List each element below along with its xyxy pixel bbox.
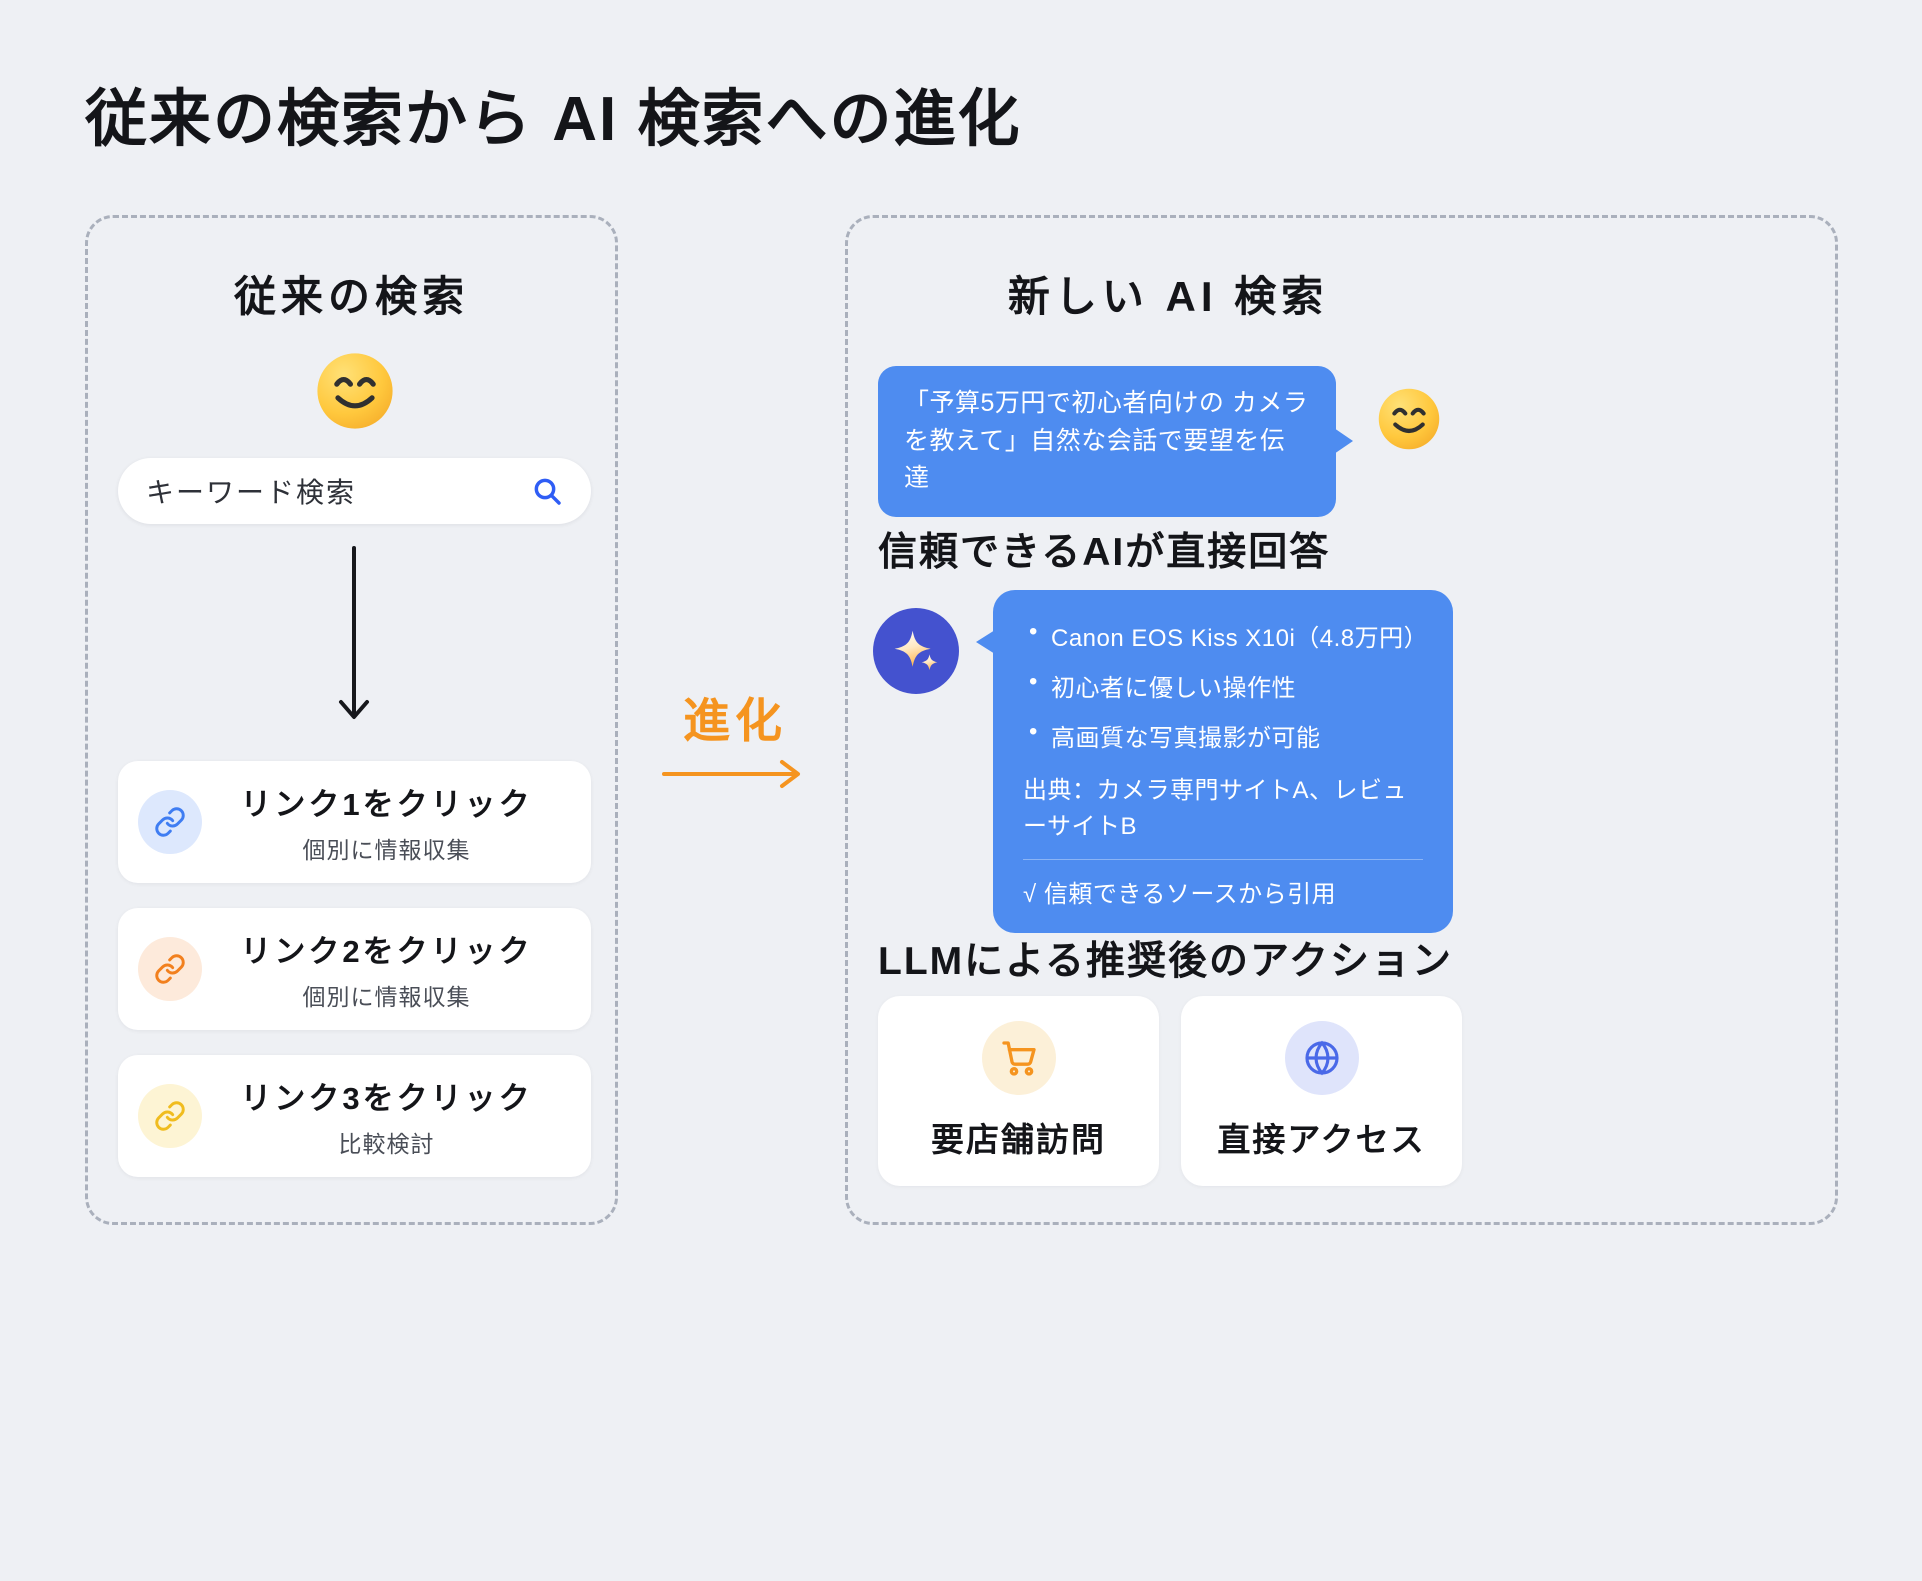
evolution-label: 進化 (683, 694, 787, 747)
answer-bullet: 高画質な写真撮影が可能 (1023, 718, 1423, 753)
action-card-label: 要店舗訪問 (931, 1121, 1106, 1158)
direct-access-card: 直接アクセス (1181, 996, 1462, 1186)
search-box: キーワード検索 (118, 458, 591, 524)
page-title: 従来の検索から AI 検索への進化 (85, 85, 1022, 154)
link-icon (138, 1084, 202, 1148)
link-card-subtitle: 個別に情報収集 (302, 984, 471, 1010)
answer-section-heading: 信頼できるAIが直接回答 (878, 531, 1331, 574)
user-message-text: 「予算5万円で初心者向けの カメラを教えて」自然な会話で要望を伝達 (904, 389, 1309, 492)
link-card-title: リンク3をクリック (240, 1081, 533, 1116)
shopping-cart-icon (981, 1021, 1056, 1095)
link-card-subtitle: 比較検討 (338, 1131, 435, 1157)
link-card-3: リンク3をクリック 比較検討 (118, 1055, 591, 1177)
link-icon (138, 937, 202, 1001)
store-visit-card: 要店舗訪問 (878, 996, 1159, 1186)
right-panel-heading: 新しい AI 検索 (1007, 273, 1329, 320)
action-card-label: 直接アクセス (1217, 1121, 1426, 1158)
link-card-2: リンク2をクリック 個別に情報収集 (118, 908, 591, 1030)
link-card-title: リンク1をクリック (240, 787, 533, 822)
link-card-1: リンク1をクリック 個別に情報収集 (118, 761, 591, 883)
globe-icon (1284, 1021, 1359, 1095)
ai-answer-bubble: Canon EOS Kiss X10i（4.8万円） 初心者に優しい操作性 高画… (976, 590, 1453, 933)
link-card-subtitle: 個別に情報収集 (302, 837, 471, 863)
answer-bullet: 初心者に優しい操作性 (1023, 668, 1423, 703)
actions-section-heading: LLMによる推奨後のアクション (878, 940, 1454, 983)
arrow-down-icon (336, 546, 372, 741)
ai-search-panel: 新しい AI 検索 「予算5万円で初心者向けの カメラを教えて」自然な会話で要望… (845, 215, 1838, 1225)
search-query-text: キーワード検索 (146, 477, 357, 508)
left-panel-heading: 従来の検索 (233, 273, 469, 320)
traditional-search-panel: 従来の検索 キーワード検索 (85, 215, 618, 1225)
answer-verified-text: √ 信頼できるソースから引用 (1023, 859, 1423, 909)
link-card-text: リンク3をクリック 比較検討 (202, 1073, 571, 1159)
user-message-bubble: 「予算5万円で初心者向けの カメラを教えて」自然な会話で要望を伝達 (878, 366, 1336, 517)
arrow-right-icon (660, 760, 810, 793)
answer-bullet-list: Canon EOS Kiss X10i（4.8万円） 初心者に優しい操作性 高画… (1023, 618, 1428, 753)
smiley-face-icon (1376, 386, 1442, 452)
link-icon (138, 790, 202, 854)
smiley-face-icon (314, 350, 396, 432)
sparkles-icon (873, 608, 959, 694)
link-card-text: リンク1をクリック 個別に情報収集 (202, 779, 571, 865)
link-card-text: リンク2をクリック 個別に情報収集 (202, 926, 571, 1012)
evolution-transition: 進化 (652, 682, 818, 794)
search-icon (531, 475, 563, 507)
answer-bullet: Canon EOS Kiss X10i（4.8万円） (1023, 618, 1428, 653)
answer-source-text: 出典：カメラ専門サイトA、レビューサイトB (1023, 777, 1408, 840)
link-card-title: リンク2をクリック (240, 934, 533, 969)
